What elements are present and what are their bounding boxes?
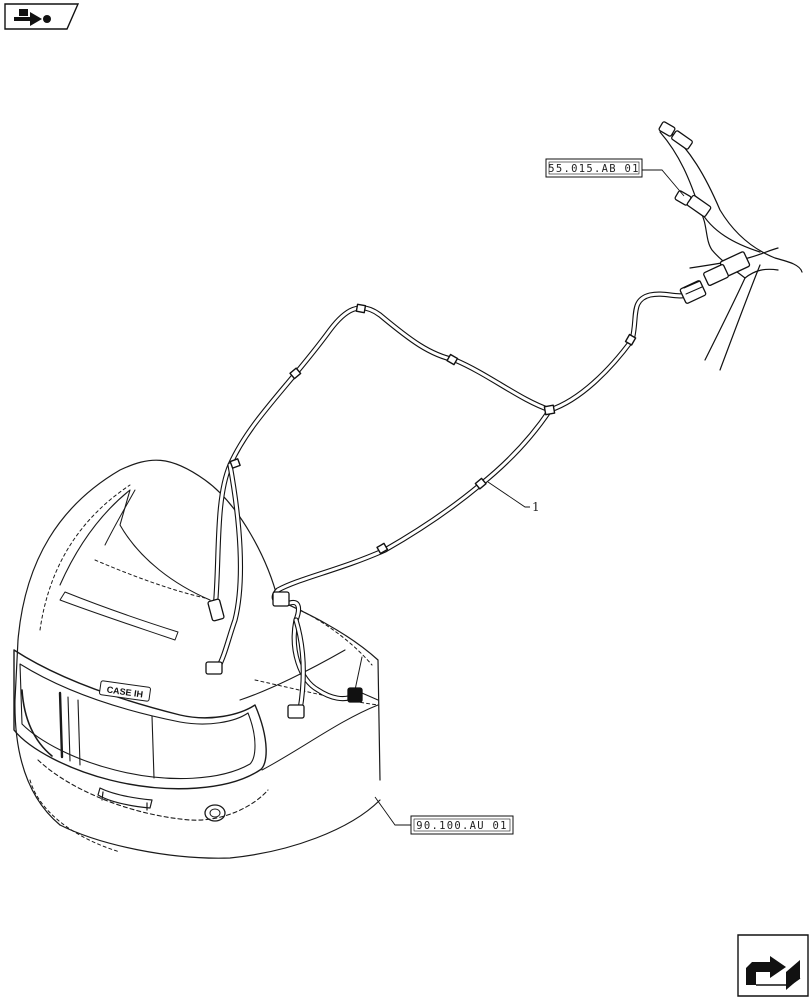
tractor-arrow-icon <box>14 9 51 26</box>
return-arrow-icon <box>746 956 801 990</box>
nav-frame <box>4 3 80 30</box>
ref-tag-upper[interactable]: 55.015.AB 01 <box>545 158 685 197</box>
ref-tag-upper-label: 55.015.AB 01 <box>548 163 639 175</box>
cab-harness <box>658 121 803 371</box>
ref-tag-lower-leader <box>374 796 411 826</box>
harness-connectors <box>205 280 707 719</box>
bottom-nav-button[interactable] <box>737 934 809 997</box>
ref-tag-upper-frame <box>545 158 643 178</box>
ref-tag-lower[interactable]: 90.100.AU 01 <box>374 796 514 835</box>
ref-tag-upper-leader <box>642 169 685 197</box>
harness-clips <box>229 303 637 555</box>
tractor-hood <box>13 459 381 859</box>
wiring-harness <box>205 280 707 719</box>
brand-badge: CASE IH <box>99 680 151 702</box>
ref-tag-lower-label: 90.100.AU 01 <box>416 820 507 832</box>
callout-item-1-number: 1 <box>532 500 540 514</box>
callout-item-1-leader <box>487 481 530 508</box>
callout-item-1[interactable]: 1 <box>487 481 540 514</box>
top-nav-button[interactable] <box>4 3 80 30</box>
